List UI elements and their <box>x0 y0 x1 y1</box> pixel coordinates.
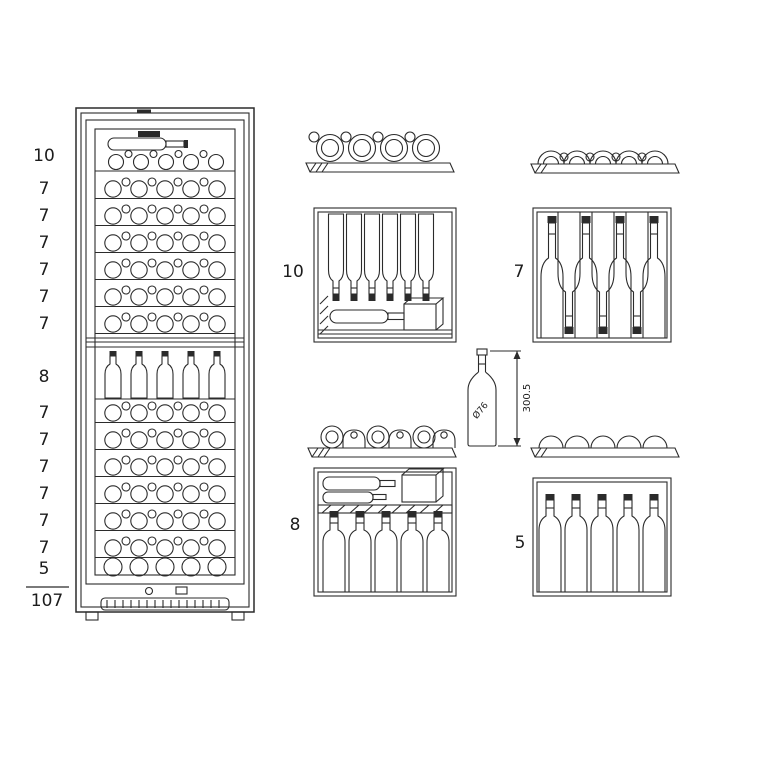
wine-cooler-front-view <box>75 107 255 621</box>
detail-count-8: 8 <box>290 515 301 535</box>
detail-count-10: 10 <box>282 262 304 282</box>
cabinet-bottom-row-5 <box>103 557 227 577</box>
gift-box <box>401 474 437 503</box>
bottle-cap <box>476 348 488 356</box>
bottle-dimension-drawing <box>467 348 521 447</box>
shelf-count-labels: 10 7 7 7 7 7 7 8 7 7 7 7 7 7 5 <box>33 146 55 579</box>
shelf-detail-7 <box>532 207 672 343</box>
shelf-board <box>307 447 457 458</box>
zone-divider <box>86 337 244 348</box>
shelf-box-frame <box>313 207 457 343</box>
arrow-down-icon <box>513 438 521 446</box>
shelf-count-label: 5 <box>39 559 50 579</box>
bottle-height-label: 300.5 <box>522 384 533 413</box>
shelf-box-frame <box>313 467 457 597</box>
vent-grille <box>100 597 230 611</box>
cabinet-standing-row-8 <box>95 350 235 400</box>
lying-bottle <box>322 476 381 491</box>
cabinet-lower-panel <box>85 586 245 621</box>
bottle-diameter-label: Ø76 <box>470 400 491 421</box>
shelf-detail-10 <box>313 207 457 343</box>
shelf-count-label: 8 <box>39 367 50 387</box>
total-capacity-value: 107 <box>31 591 63 611</box>
shelf-count-label: 7 <box>39 287 50 307</box>
shelf-count-label: 7 <box>39 179 50 199</box>
cabinet-upper-rows <box>94 177 236 335</box>
capacity-total: 107 <box>26 586 69 611</box>
interior-light <box>138 131 160 137</box>
cabinet-body <box>75 107 255 613</box>
lock-icon <box>144 586 154 596</box>
shelf-detail-5 <box>532 477 672 597</box>
right-foot <box>231 611 245 621</box>
bottle-bottoms-shelf-front-view <box>530 435 680 458</box>
shelf-count-label: 7 <box>39 314 50 334</box>
brand-logo-mark <box>137 109 151 114</box>
shelf-count-label: 7 <box>39 206 50 226</box>
detail-count-5: 5 <box>515 533 526 553</box>
shelf-box-frame <box>532 477 672 597</box>
gift-box <box>403 303 437 331</box>
shelf-count-label: 7 <box>39 538 50 558</box>
lying-bottle <box>329 309 389 324</box>
shelf-count-label: 7 <box>39 260 50 280</box>
left-foot <box>85 611 99 621</box>
shelf-count-label: 7 <box>39 511 50 531</box>
glass-door-pane <box>94 128 236 576</box>
switch-icon <box>175 586 188 595</box>
shelf-board <box>530 447 680 458</box>
shelf-board <box>530 163 680 174</box>
shelf-count-label: 7 <box>39 457 50 477</box>
cabinet-lower-rows <box>94 401 236 559</box>
presentation-shelf-front-view <box>305 131 455 173</box>
shelf-count-label: 10 <box>33 146 55 166</box>
mixed-shelf-front-view <box>307 425 457 458</box>
shelf-detail-8 <box>313 467 457 597</box>
shelf-count-label: 7 <box>39 403 50 423</box>
cabinet-shelf-display-10 <box>95 137 235 172</box>
shelf-count-label: 7 <box>39 430 50 450</box>
detail-count-7: 7 <box>514 262 525 282</box>
shelf-count-label: 7 <box>39 484 50 504</box>
shelf-count-label: 7 <box>39 233 50 253</box>
glass-door-frame <box>85 119 245 585</box>
shelf-box-frame <box>532 207 672 343</box>
arrow-up-icon <box>513 351 521 359</box>
shelf-board <box>305 162 455 173</box>
lying-bottles-shelf-front-view <box>530 150 680 174</box>
lying-bottle <box>322 491 374 504</box>
